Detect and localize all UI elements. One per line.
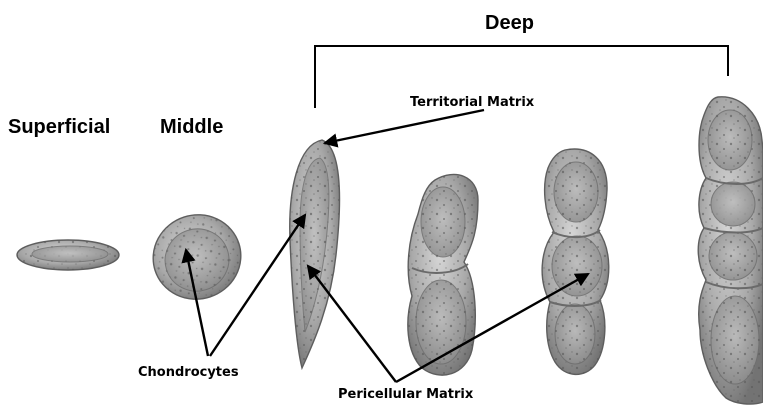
arrow-territorial-matrix: [325, 110, 484, 143]
callout-chondrocytes: Chondrocytes: [138, 365, 239, 380]
chondron-deep-triple: [542, 149, 609, 374]
zone-label-superficial: Superficial: [8, 116, 110, 138]
chondron-middle: [142, 203, 252, 310]
chondron-deep-spindle: [290, 140, 340, 368]
chondron-deep-pair: [408, 174, 478, 375]
arrow-pericellular-spindle: [308, 266, 396, 382]
zone-label-middle: Middle: [160, 116, 223, 138]
chondron-superficial: [17, 240, 119, 270]
callout-territorial-matrix: Territorial Matrix: [410, 95, 535, 110]
zone-label-deep: Deep: [485, 12, 534, 34]
chondron-deep-column: [698, 97, 763, 404]
callout-pericellular-matrix: Pericellular Matrix: [338, 387, 474, 402]
